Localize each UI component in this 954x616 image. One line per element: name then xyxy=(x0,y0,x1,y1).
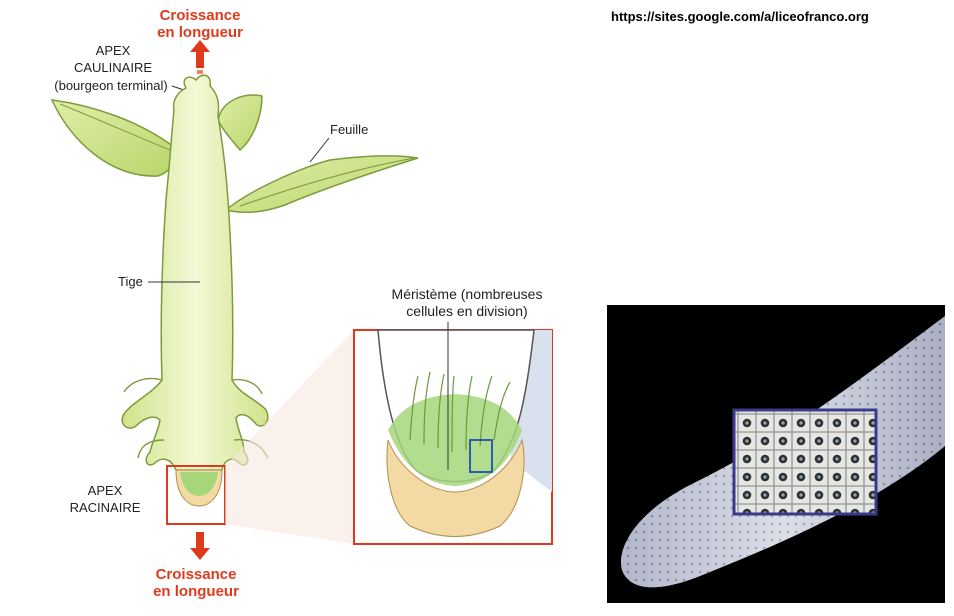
meristem-zoom-panel xyxy=(353,322,553,545)
growth-bottom-line1: Croissance xyxy=(156,566,237,583)
leaf-label: Feuille xyxy=(330,122,368,137)
apex-racinaire-line1: APEX xyxy=(88,483,123,498)
growth-top-line1: Croissance xyxy=(160,7,241,24)
root-tip-micrograph xyxy=(607,305,945,603)
stem-label: Tige xyxy=(118,274,143,289)
growth-top-line2: en longueur xyxy=(157,24,243,41)
growth-down-arrow xyxy=(190,532,210,560)
micrograph-zoom-frame xyxy=(732,408,878,516)
apex-caulinaire-line2: CAULINAIRE xyxy=(74,60,152,75)
apex-caulinaire-line3: (bourgeon terminal) xyxy=(54,78,167,93)
meristem-zoom-box xyxy=(469,439,493,473)
source-url: https://sites.google.com/a/liceofranco.o… xyxy=(611,9,869,24)
upper-right-leaf xyxy=(217,94,263,152)
meristem-line1: Méristème (nombreuses xyxy=(392,286,543,302)
left-leaf xyxy=(50,99,179,177)
growth-up-arrow xyxy=(190,40,210,74)
right-leaf xyxy=(224,155,419,214)
meristem-line2: cellules en division) xyxy=(406,303,527,319)
apex-racinaire-line2: RACINAIRE xyxy=(70,500,141,515)
growth-bottom-line2: en longueur xyxy=(153,583,239,600)
apex-caulinaire-line1: APEX xyxy=(96,43,131,58)
